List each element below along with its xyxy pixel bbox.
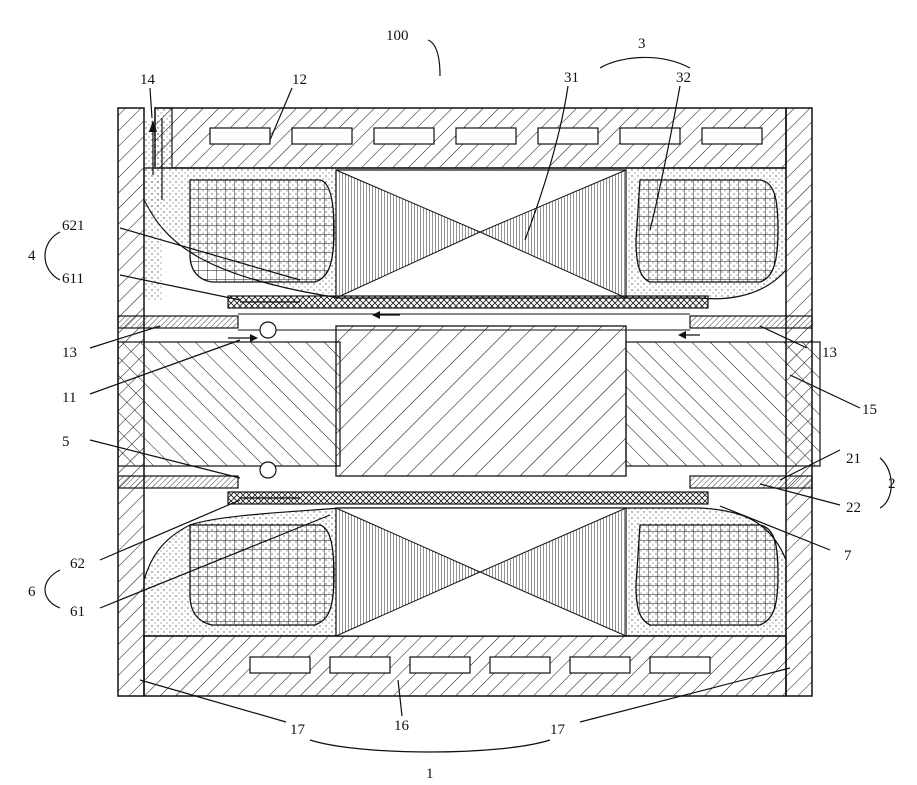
label-7: 7 bbox=[844, 548, 852, 564]
label-61: 61 bbox=[70, 604, 85, 620]
label-6: 6 bbox=[28, 584, 36, 600]
label-31: 31 bbox=[564, 70, 579, 86]
label-16: 16 bbox=[394, 718, 410, 734]
label-5: 5 bbox=[62, 434, 70, 450]
label-14: 14 bbox=[140, 72, 156, 88]
label-4: 4 bbox=[28, 248, 36, 264]
label-62: 62 bbox=[70, 556, 85, 572]
label-13-right: 13 bbox=[822, 345, 837, 361]
label-17-right: 17 bbox=[550, 722, 566, 738]
stator-core-top bbox=[336, 170, 626, 298]
label-22: 22 bbox=[846, 500, 861, 516]
label-21: 21 bbox=[846, 451, 861, 467]
label-2: 2 bbox=[888, 476, 896, 492]
label-32: 32 bbox=[676, 70, 691, 86]
label-17-left: 17 bbox=[290, 722, 306, 738]
label-11: 11 bbox=[62, 390, 76, 406]
cooling-channels-top bbox=[210, 128, 762, 144]
label-611: 611 bbox=[62, 271, 84, 287]
rotor-shaft bbox=[118, 302, 820, 498]
label-15: 15 bbox=[862, 402, 877, 418]
label-12: 12 bbox=[292, 72, 307, 88]
stator-core-bottom bbox=[336, 508, 626, 636]
label-13-left: 13 bbox=[62, 345, 77, 361]
label-1: 1 bbox=[426, 766, 434, 782]
label-100: 100 bbox=[386, 28, 409, 44]
label-3: 3 bbox=[638, 36, 646, 52]
label-621: 621 bbox=[62, 218, 85, 234]
